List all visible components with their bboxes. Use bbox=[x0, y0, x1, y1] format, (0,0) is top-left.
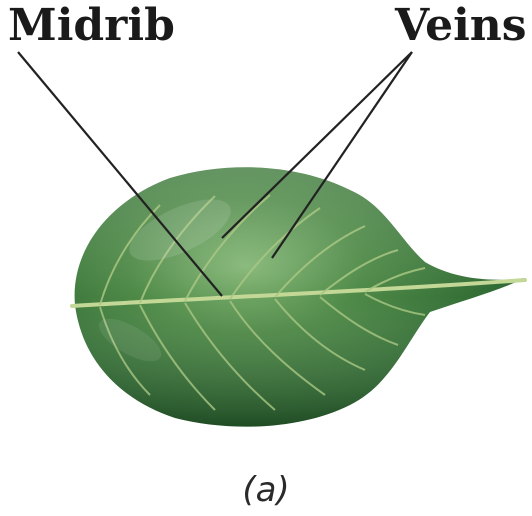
midrib-label: Midrib bbox=[8, 4, 175, 48]
veins-label: Veins bbox=[395, 4, 527, 48]
figure-caption: (a) bbox=[0, 470, 532, 510]
